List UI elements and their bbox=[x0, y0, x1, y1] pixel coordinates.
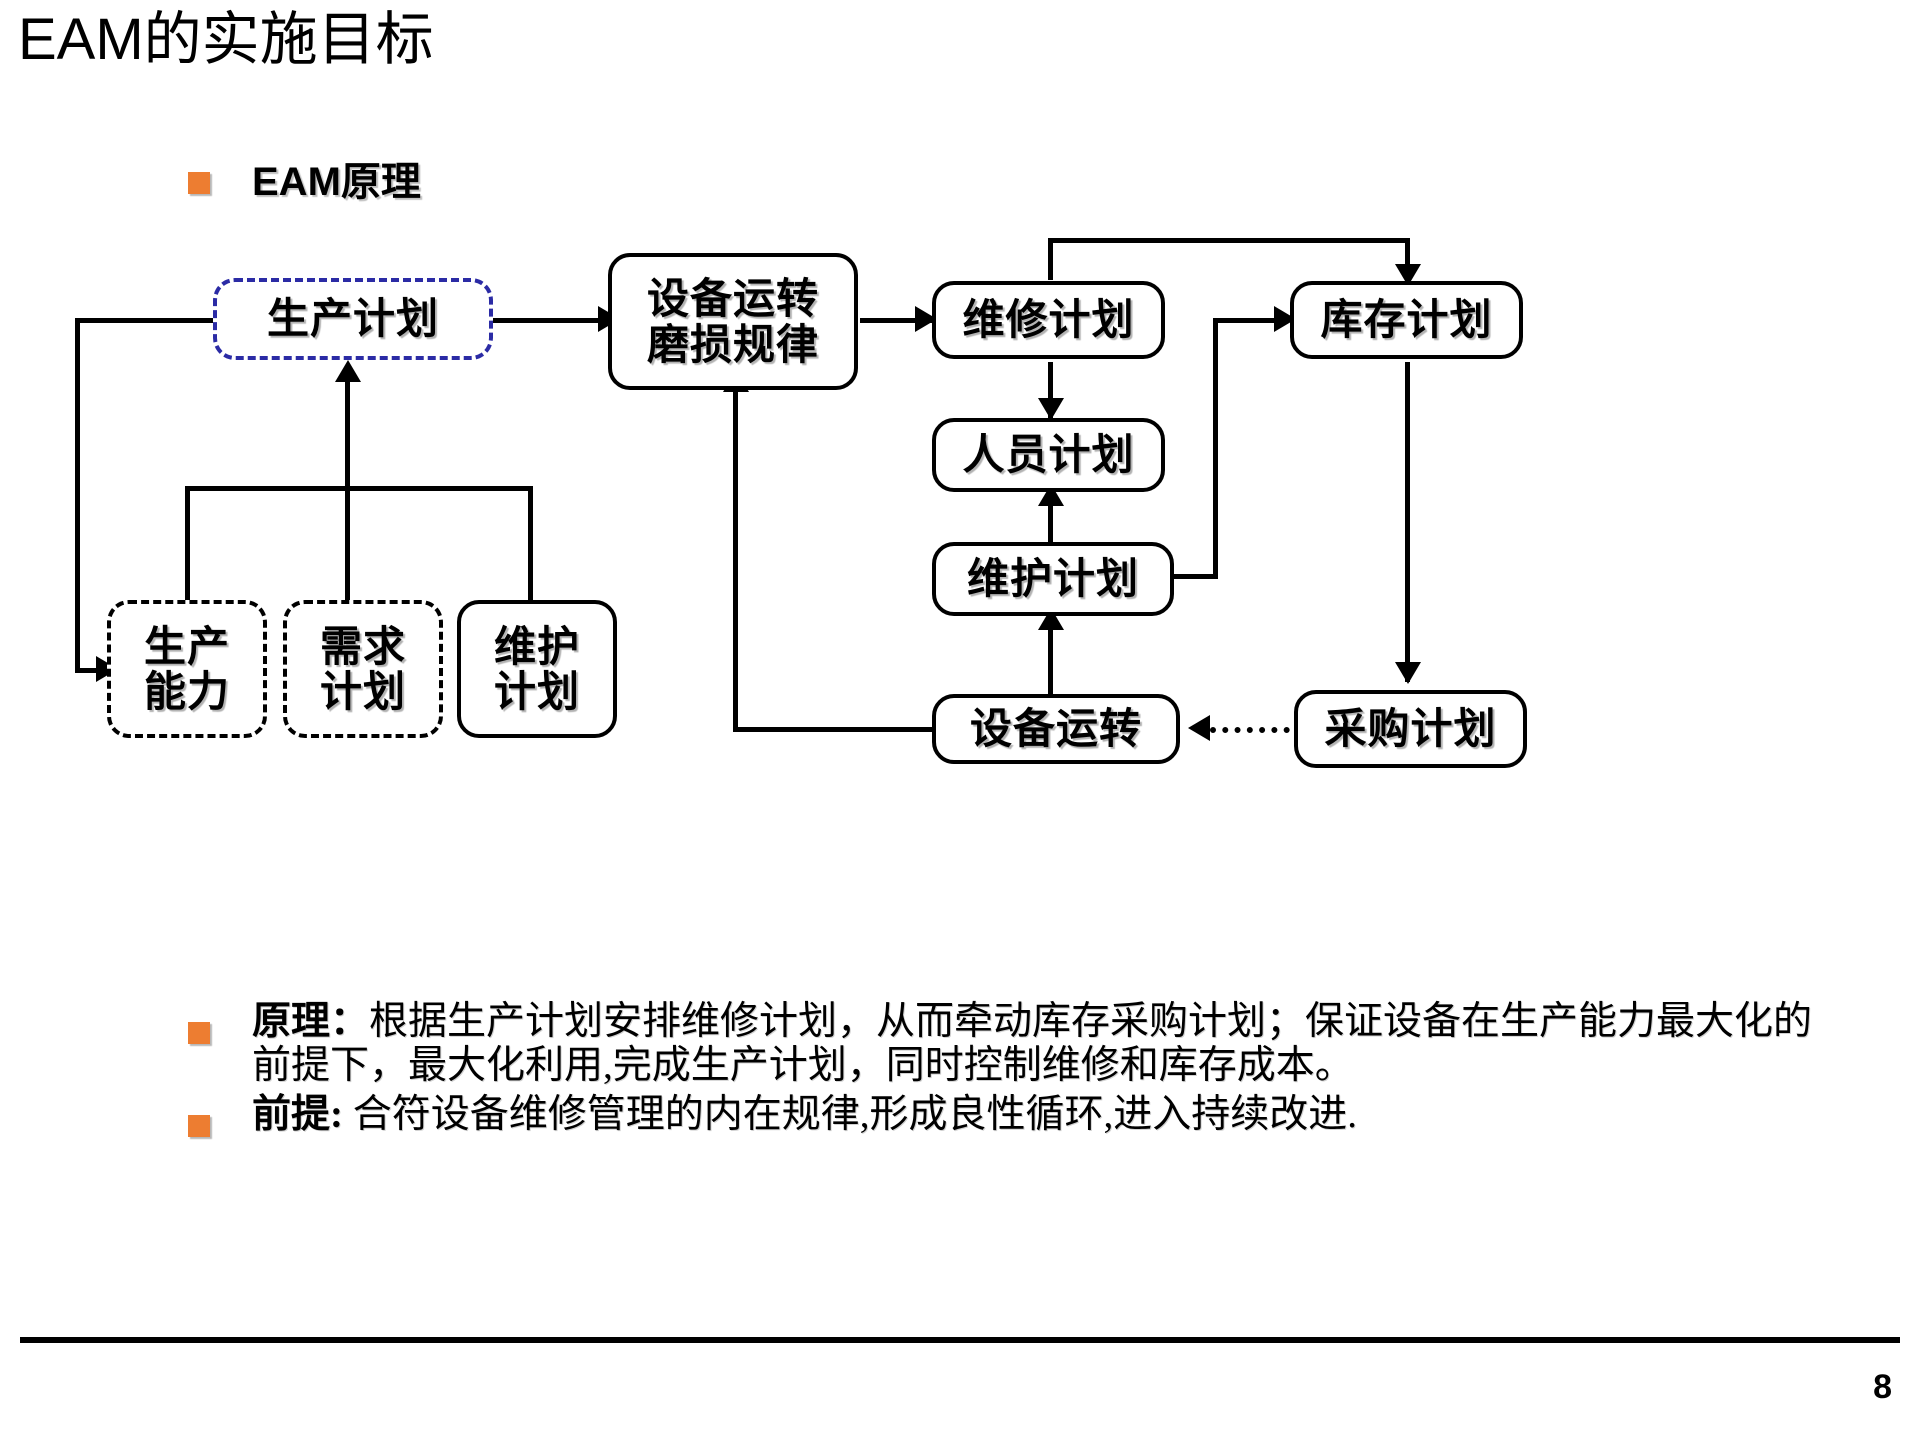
note-principle: 原理：根据生产计划安排维修计划，从而牵动库存采购计划；保证设备在生产能力最大化的… bbox=[188, 1000, 1848, 1087]
note-principle-lead: 原理： bbox=[252, 1000, 370, 1043]
node-demand-plan[interactable]: 需求 计划 bbox=[283, 600, 443, 738]
connector-production-down-segment bbox=[75, 318, 80, 670]
connector-repair-to-inventory-top bbox=[1048, 238, 1410, 243]
arrowhead-into-inventory-plan bbox=[1395, 264, 1421, 286]
connector-purchase-to-operation bbox=[1210, 727, 1302, 733]
node-equipment-wear[interactable]: 设备运转 磨损规律 bbox=[608, 253, 858, 390]
connector-maintenance-to-inventory bbox=[1213, 318, 1281, 323]
node-production-plan[interactable]: 生产计划 bbox=[213, 278, 493, 360]
square-bullet-icon bbox=[188, 1115, 210, 1138]
page-title: EAM的实施目标 bbox=[18, 7, 434, 72]
node-purchase-plan[interactable]: 采购计划 bbox=[1294, 690, 1527, 768]
connector-to-production-capacity bbox=[75, 668, 105, 673]
arrowhead-subplans-to-production bbox=[335, 360, 361, 382]
connector-equipment-wear-to-repair bbox=[860, 318, 932, 323]
connector-inventory-down-segment bbox=[1405, 238, 1410, 282]
connector-repair-up-segment bbox=[1048, 238, 1053, 280]
node-maintenance-plan[interactable]: 维护计划 bbox=[932, 542, 1174, 616]
square-bullet-icon bbox=[188, 172, 210, 194]
bullet-eam-principle: EAM原理 bbox=[188, 158, 421, 206]
node-purchase-plan-label: 采购计划 bbox=[1324, 705, 1497, 753]
node-inventory-plan-label: 库存计划 bbox=[1320, 296, 1493, 344]
footer-divider bbox=[20, 1337, 1900, 1343]
notes-block: 原理：根据生产计划安排维修计划，从而牵动库存采购计划；保证设备在生产能力最大化的… bbox=[188, 1000, 1848, 1143]
arrowhead-purchase-to-operation bbox=[1188, 715, 1210, 741]
bullet-eam-principle-label: EAM原理 bbox=[252, 160, 421, 204]
connector-repair-to-personnel bbox=[1048, 362, 1053, 418]
connector-production-to-equipment-wear bbox=[492, 318, 602, 323]
node-personnel-plan[interactable]: 人员计划 bbox=[932, 418, 1165, 492]
note-premise-body: 合符设备维修管理的内在规律,形成良性循环,进入持续改进. bbox=[343, 1093, 1358, 1137]
node-maintenance-plan-small-label: 维护 计划 bbox=[493, 622, 580, 715]
arrowhead-repair-to-personnel bbox=[1038, 398, 1064, 420]
arrowhead-equipment-wear-to-repair bbox=[915, 306, 937, 332]
connector-maintenance-up-segment bbox=[1213, 320, 1218, 578]
node-production-plan-label: 生产计划 bbox=[266, 295, 439, 343]
note-principle-body: 根据生产计划安排维修计划，从而牵动库存采购计划；保证设备在生产能力最大化的前提下… bbox=[252, 1000, 1813, 1087]
node-production-capacity-label: 生产 能力 bbox=[143, 622, 230, 715]
note-premise-text: 前提: 合符设备维修管理的内在规律,形成良性循环,进入持续改进. bbox=[252, 1093, 1357, 1137]
node-demand-plan-label: 需求 计划 bbox=[319, 622, 406, 715]
node-maintenance-plan-small[interactable]: 维护 计划 bbox=[457, 600, 617, 738]
connector-operation-to-maintenance bbox=[1048, 614, 1053, 698]
node-inventory-plan[interactable]: 库存计划 bbox=[1290, 281, 1523, 359]
node-maintenance-plan-label: 维护计划 bbox=[966, 555, 1139, 603]
connector-production-left-segment bbox=[75, 318, 213, 323]
connector-inventory-to-purchase bbox=[1405, 362, 1410, 682]
node-production-capacity[interactable]: 生产 能力 bbox=[107, 600, 267, 738]
note-principle-text: 原理：根据生产计划安排维修计划，从而牵动库存采购计划；保证设备在生产能力最大化的… bbox=[252, 1000, 1848, 1087]
page-number: 8 bbox=[1873, 1368, 1892, 1406]
node-equipment-wear-label: 设备运转 磨损规律 bbox=[646, 275, 819, 368]
node-equipment-operation-label: 设备运转 bbox=[969, 705, 1142, 753]
square-bullet-icon bbox=[188, 1022, 210, 1044]
arrowhead-inventory-to-purchase bbox=[1395, 662, 1421, 684]
node-repair-plan-label: 维修计划 bbox=[962, 296, 1135, 344]
connector-subplans-left-drop bbox=[185, 486, 190, 612]
connector-subplans-to-production bbox=[345, 382, 350, 612]
node-equipment-operation[interactable]: 设备运转 bbox=[932, 694, 1180, 764]
connector-operation-up-segment bbox=[733, 392, 738, 732]
connector-maintenance-to-personnel bbox=[1048, 490, 1053, 548]
connector-maintenance-right-segment bbox=[1174, 574, 1218, 579]
node-repair-plan[interactable]: 维修计划 bbox=[932, 281, 1165, 359]
node-personnel-plan-label: 人员计划 bbox=[962, 431, 1135, 479]
connector-operation-left-segment bbox=[733, 727, 933, 732]
note-premise-lead: 前提: bbox=[252, 1093, 343, 1137]
note-premise: 前提: 合符设备维修管理的内在规律,形成良性循环,进入持续改进. bbox=[188, 1093, 1848, 1138]
connector-subplans-bus bbox=[185, 486, 533, 491]
connector-subplans-right-drop bbox=[528, 486, 533, 612]
